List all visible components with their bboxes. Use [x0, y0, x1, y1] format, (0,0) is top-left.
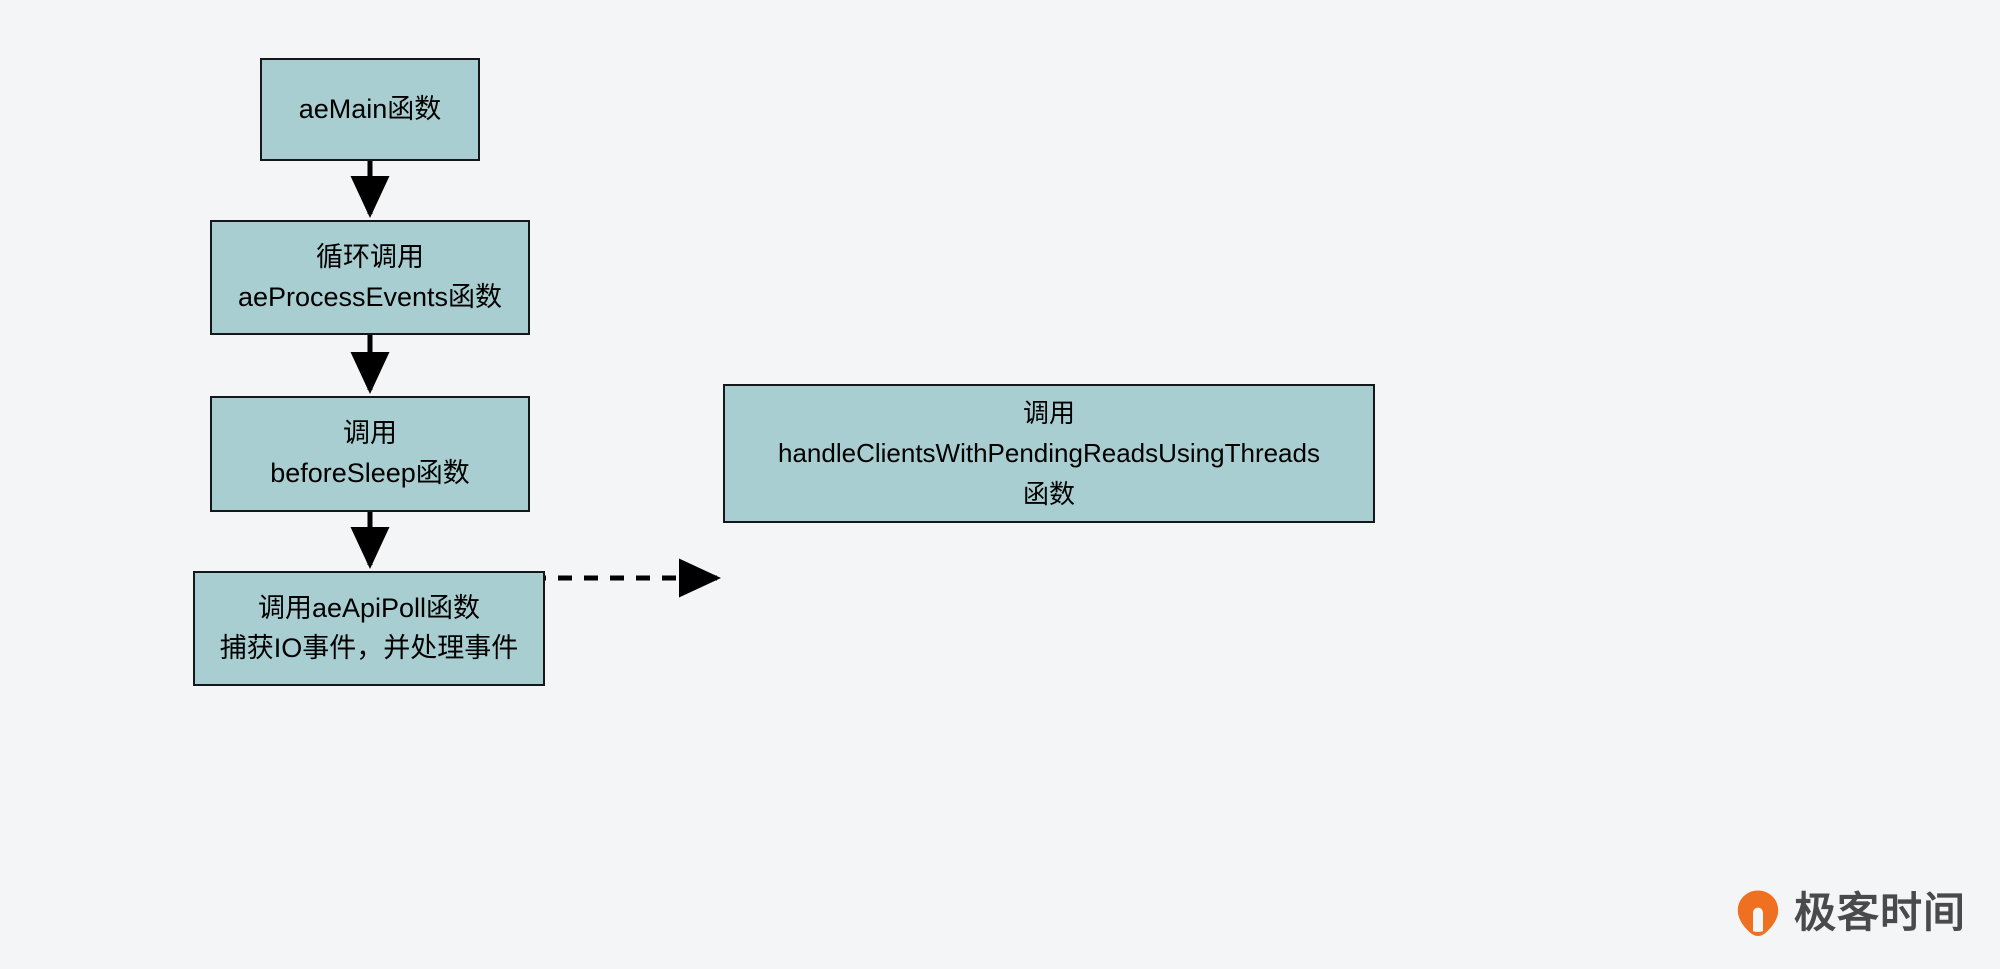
geektime-logo-icon [1733, 888, 1783, 938]
node-beforesleep[interactable]: 调用 beforeSleep函数 [210, 396, 530, 512]
node-aemain[interactable]: aeMain函数 [260, 58, 480, 161]
node-aeprocessevents[interactable]: 循环调用 aeProcessEvents函数 [210, 220, 530, 335]
watermark: 极客时间 [1733, 888, 1966, 938]
watermark-text: 极客时间 [1794, 888, 1967, 937]
node-handleclientswithpendingreadsusingthreads[interactable]: 调用 handleClientsWithPendingReadsUsingThr… [723, 384, 1375, 523]
node-aeapipoll[interactable]: 调用aeApiPoll函数 捕获IO事件，并处理事件 [193, 571, 545, 686]
